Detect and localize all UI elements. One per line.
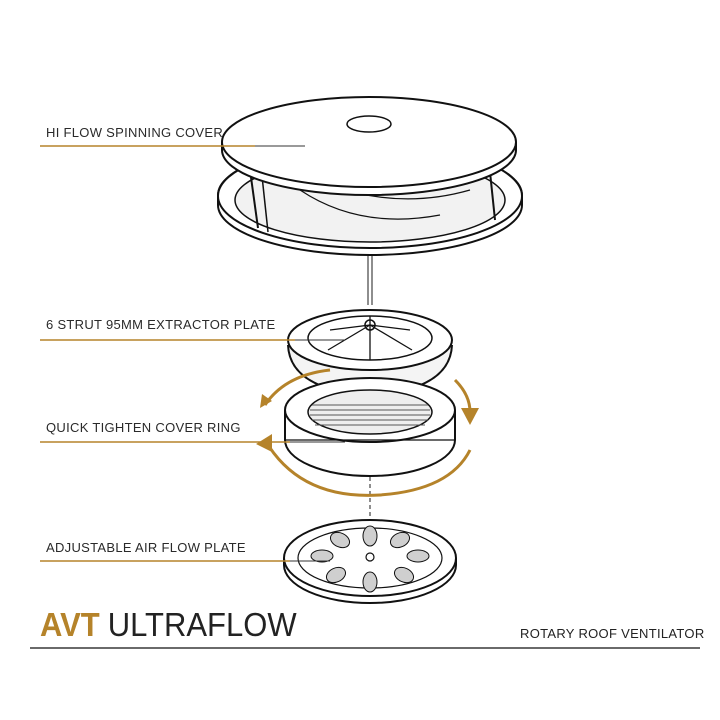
brand-model: ULTRAFLOW xyxy=(107,605,297,644)
air-flow-plate-drawing xyxy=(283,519,457,604)
callout-spinning-cover: HI FLOW SPINNING COVER xyxy=(46,125,224,140)
callout-pointers xyxy=(255,145,345,562)
cover-ring-drawing xyxy=(284,377,456,477)
product-subtitle: ROTARY ROOF VENTILATOR xyxy=(520,626,705,641)
callout-extractor-plate: 6 STRUT 95MM EXTRACTOR PLATE xyxy=(46,317,276,332)
spinning-cover-drawing xyxy=(217,96,523,256)
callout-cover-ring: QUICK TIGHTEN COVER RING xyxy=(46,420,241,435)
callout-air-flow-plate: ADJUSTABLE AIR FLOW PLATE xyxy=(46,540,246,555)
callout-leaders xyxy=(40,145,295,562)
brand-prefix: AVT xyxy=(40,605,100,644)
arrowheads xyxy=(256,394,479,452)
